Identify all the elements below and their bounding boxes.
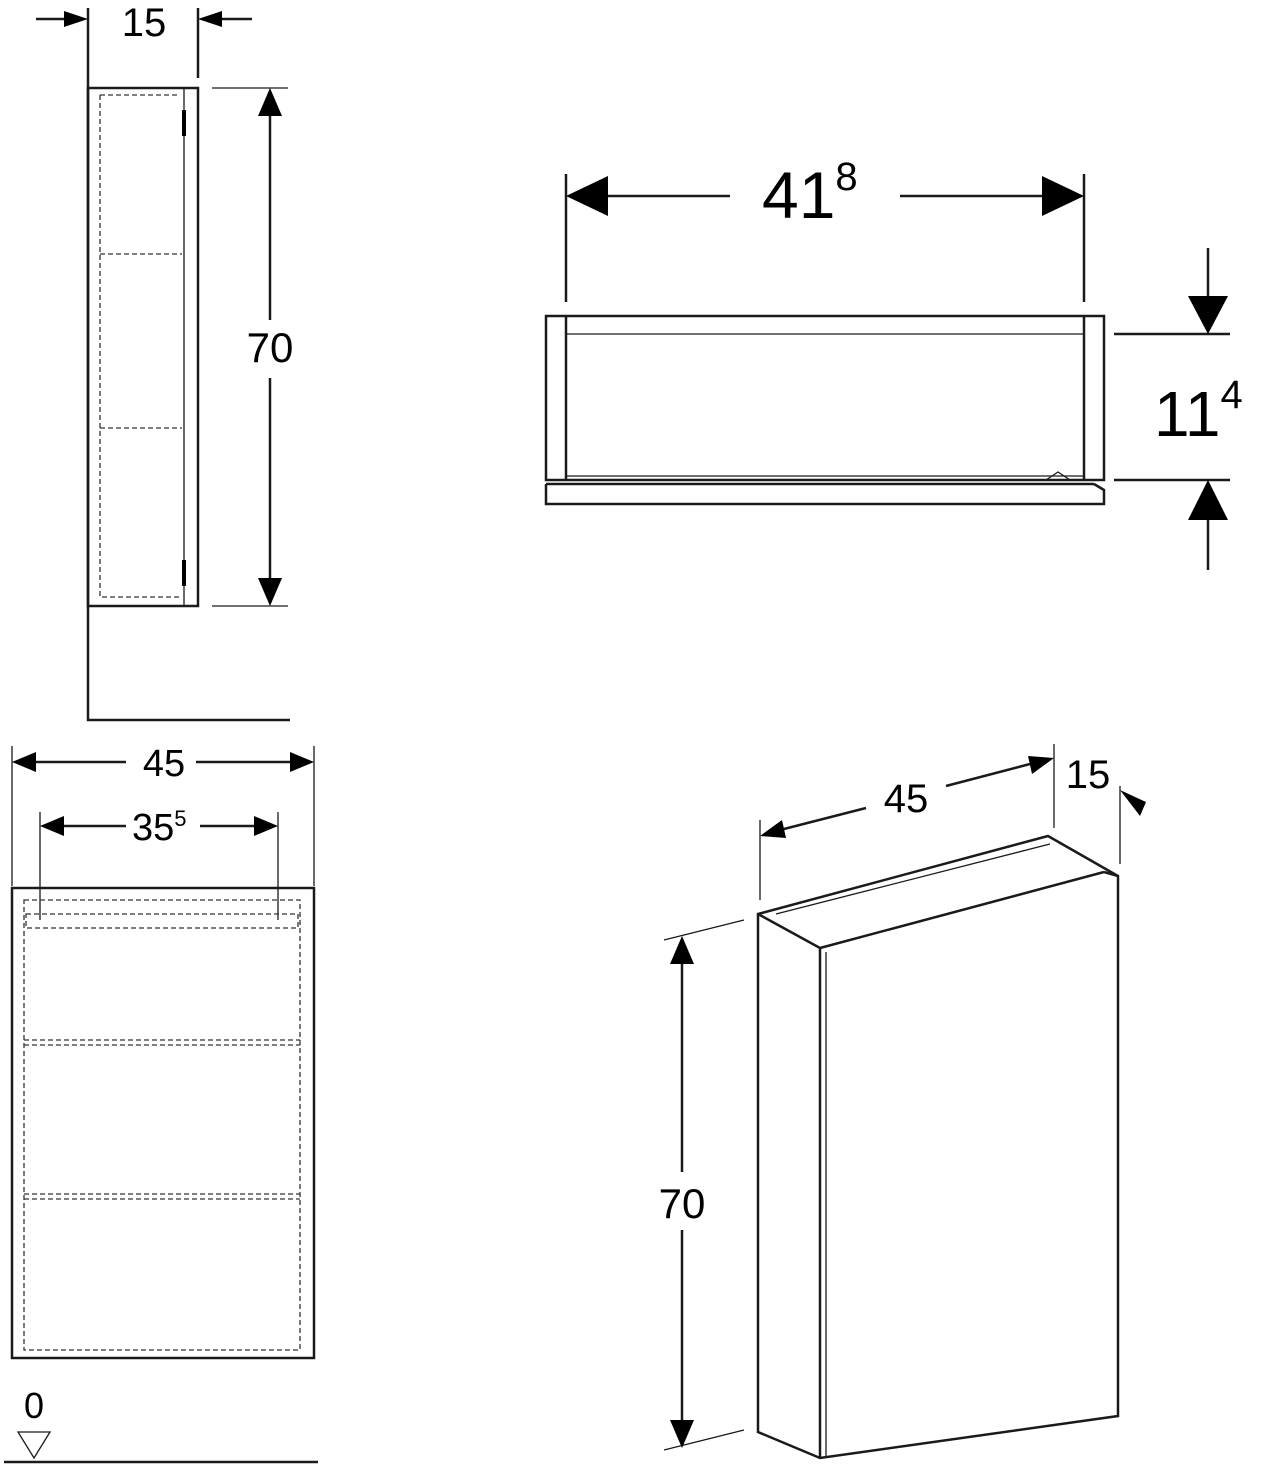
arrow-icon (258, 88, 282, 116)
arrow-icon (1042, 176, 1084, 216)
hinge-icon (182, 560, 186, 586)
top-edge (757, 912, 821, 950)
top-width-label: 418 (762, 155, 858, 232)
side-cabinet-body (86, 86, 200, 608)
top-inner-line (775, 843, 1051, 915)
arrow-icon (258, 578, 282, 606)
arrow-icon (290, 752, 314, 772)
dimension-line (779, 806, 867, 832)
iso-width-label: 45 (884, 777, 929, 821)
arrow-icon (12, 752, 36, 772)
top-cabinet-body (544, 314, 1106, 482)
iso-height-label: 70 (659, 1180, 706, 1227)
front-width-label: 45 (143, 743, 185, 785)
arrow-icon (1188, 480, 1228, 520)
hinge-icon (1045, 471, 1071, 481)
door-corner (1103, 870, 1119, 878)
arrow-icon (254, 816, 278, 836)
dimension-line (945, 762, 1031, 788)
inner-outline (99, 95, 180, 598)
hinge-icon (182, 110, 186, 136)
arrow-icon (670, 936, 694, 964)
iso-depth-label: 15 (1066, 753, 1111, 797)
arrow-icon (198, 11, 222, 27)
arrow-icon (760, 820, 786, 838)
arrow-icon (1120, 790, 1146, 816)
side-view: 15 70 (36, 1, 294, 722)
arrow-icon (1028, 756, 1054, 774)
door-top-edge (819, 870, 1105, 950)
level-marker-icon (16, 1431, 52, 1460)
extension-line (663, 1429, 745, 1451)
front-cabinet-body (10, 886, 316, 1360)
extension-line (663, 919, 745, 941)
floor-level-label: 0 (24, 1385, 44, 1426)
top-height-label: 114 (1154, 373, 1243, 450)
front-inner-label: 355 (132, 806, 187, 849)
inner-outline (23, 899, 301, 1351)
arrow-icon (40, 816, 64, 836)
arrow-icon (670, 1420, 694, 1448)
front-view: 45 355 0 (4, 743, 318, 1464)
top-rail (25, 913, 299, 929)
iso-cabinet-body (756, 834, 1120, 1460)
side-depth-label: 15 (122, 1, 167, 45)
iso-view: 45 15 70 (659, 744, 1146, 1460)
door-outline (544, 482, 1106, 506)
side-height-label: 70 (247, 324, 294, 371)
top-view: 418 114 (544, 155, 1243, 570)
arrow-icon (566, 176, 608, 216)
arrow-icon (64, 11, 88, 27)
arrow-icon (1188, 296, 1228, 334)
